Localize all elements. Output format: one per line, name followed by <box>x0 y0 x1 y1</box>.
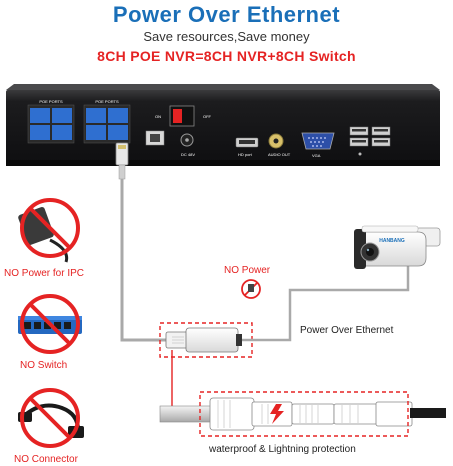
bullet-camera: HANBANG <box>354 225 441 269</box>
vga-port <box>301 132 335 150</box>
lightning-icon <box>270 404 284 424</box>
dc-label: DC 48V <box>181 152 195 157</box>
no-switch-label: NO Switch <box>20 360 67 371</box>
camera-brand: HANBANG <box>379 238 405 244</box>
audio-out-label: AUDIO OUT <box>268 152 291 157</box>
on-label: ON <box>155 114 161 119</box>
poe-label: Power Over Ethernet <box>300 325 394 336</box>
poe-port-block-left <box>27 104 75 144</box>
off-label: OFF <box>203 114 212 119</box>
usb-ports <box>349 126 391 147</box>
no-power-adapter-icon <box>18 198 80 263</box>
headline: 8CH POE NVR=8CH NVR+8CH Switch <box>97 48 356 64</box>
camera-cable <box>242 262 410 342</box>
detail-pointer-line <box>171 350 210 416</box>
rj45-plug <box>115 142 129 180</box>
waterproof-label: waterproof & Lightning protection <box>208 444 356 455</box>
page-subtitle: Save resources,Save money <box>143 29 310 44</box>
poe-splitter <box>165 327 242 353</box>
vga-label: VGA <box>312 153 321 158</box>
no-connector-label: NO Connector <box>14 454 79 465</box>
ethernet-cable <box>120 179 168 342</box>
waterproof-connector-detail <box>159 397 446 431</box>
no-connector-icon <box>18 388 84 448</box>
poe-ports-label-right: POE PORTS <box>95 99 119 104</box>
page-title: Power Over Ethernet <box>112 2 341 27</box>
hd-port-label: HD port <box>238 152 253 157</box>
no-power-ipc-label: NO Power for IPC <box>4 268 84 279</box>
nvr-recorder: POE PORTS POE PORTS ON OFF DC 48V HD por… <box>6 84 440 166</box>
poe-ports-label-left: POE PORTS <box>39 99 63 104</box>
poe-port-block-right <box>83 104 131 144</box>
no-power-label: NO Power <box>224 265 271 276</box>
no-power-plug-icon <box>241 279 261 299</box>
no-switch-icon <box>18 294 82 354</box>
